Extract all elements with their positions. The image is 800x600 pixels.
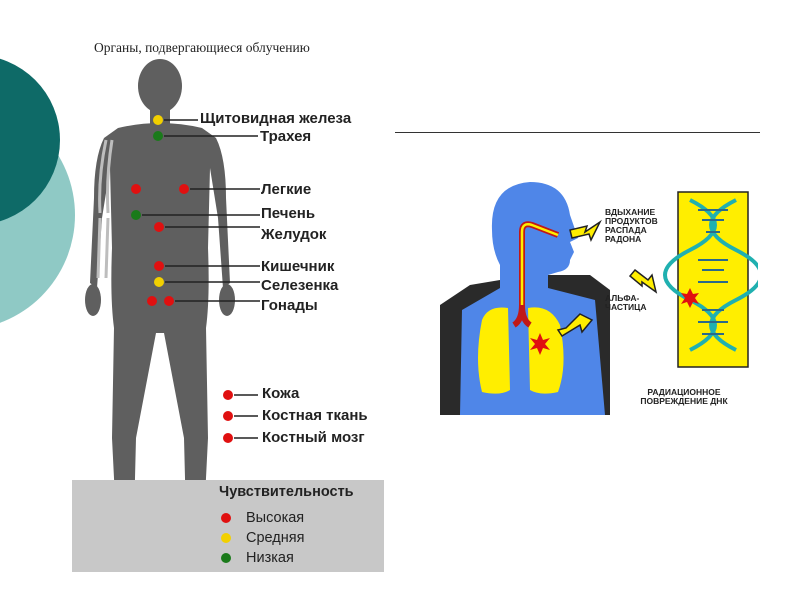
legend-item-medium: Средняя	[246, 530, 305, 546]
divider-line	[395, 132, 760, 133]
organ-label-intestine: Кишечник	[261, 258, 335, 275]
organ-dot	[131, 210, 141, 220]
decorative-circles	[0, 58, 75, 323]
legend-swatch-high	[221, 513, 231, 523]
organ-label-bone: Костная ткань	[262, 407, 368, 424]
organ-label-liver: Печень	[261, 205, 316, 222]
organ-dot	[223, 390, 233, 400]
legend-swatch-medium	[221, 533, 231, 543]
radon-dna-figure	[440, 182, 758, 415]
organ-label-stomach: Желудок	[261, 226, 327, 243]
organ-label-skin: Кожа	[262, 385, 300, 402]
dna-damage-star	[681, 288, 699, 308]
organ-label-thyroid: Щитовидная железа	[200, 110, 352, 127]
legend-item-low: Низкая	[246, 550, 294, 566]
label-alpha: АЛЬФА- ЧАСТИЦА	[605, 293, 647, 312]
organ-dot	[223, 433, 233, 443]
dna-strand-a	[663, 198, 717, 352]
figure-title: Органы, подвергающиеся облучению	[94, 40, 310, 55]
arrow-to-dna	[628, 268, 658, 294]
organ-dot	[223, 411, 233, 421]
label-dna-damage: РАДИАЦИОННОЕ ПОВРЕЖДЕНИЕ ДНК	[640, 387, 728, 406]
organ-label-trachea: Трахея	[260, 128, 312, 145]
alpha-hit-star	[530, 333, 550, 355]
lungs	[478, 307, 564, 394]
organ-label-spleen: Селезенка	[261, 277, 339, 294]
organ-label-lungs: Легкие	[261, 181, 312, 198]
organ-dot	[153, 115, 163, 125]
organ-dot	[154, 222, 164, 232]
dna-panel	[677, 191, 749, 368]
dna-strand-b	[709, 198, 758, 352]
organ-label-gonads: Гонады	[261, 297, 318, 314]
arrow-to-nose	[569, 219, 602, 242]
legend-swatches	[221, 513, 231, 563]
organ-dot	[179, 184, 189, 194]
organ-label-marrow: Костный мозг	[262, 429, 365, 446]
arrow-to-lung	[556, 313, 594, 338]
organ-dot	[164, 296, 174, 306]
label-radon: ВДЫХАНИЕ ПРОДУКТОВ РАСПАДА РАДОНА	[605, 207, 658, 244]
legend-title: Чувствительность	[219, 484, 354, 500]
legend-swatch-low	[221, 553, 231, 563]
organ-dot	[154, 261, 164, 271]
legend-item-high: Высокая	[246, 510, 305, 526]
organ-dot	[147, 296, 157, 306]
organ-dot	[153, 131, 163, 141]
decorative-circle-dark	[0, 58, 60, 222]
organ-dot	[154, 277, 164, 287]
organ-dot	[131, 184, 141, 194]
